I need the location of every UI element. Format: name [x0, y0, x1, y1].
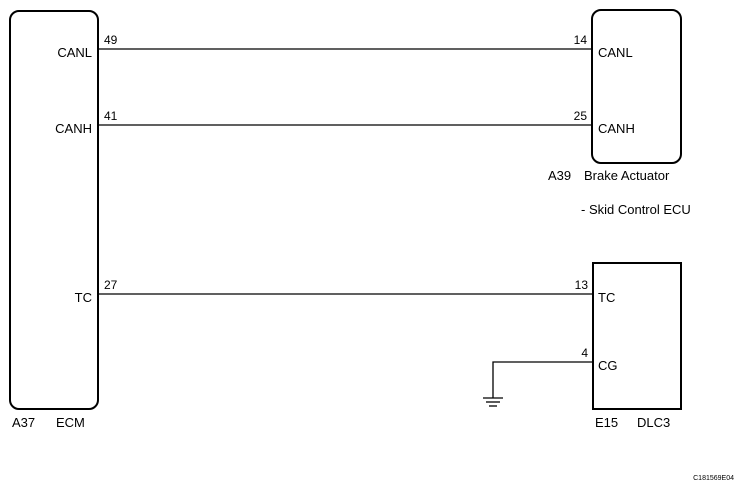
dlc3-caption-code: E15: [595, 415, 618, 430]
brake-actuator-block: [591, 9, 682, 164]
ecm-pin-tc-number: 27: [104, 278, 118, 292]
dlc3-pin-tc-label: TC: [598, 290, 615, 305]
brake-actuator-caption-sub: - Skid Control ECU: [581, 202, 691, 217]
dlc3-caption-name: DLC3: [637, 415, 670, 430]
brake-actuator-pin-canh-number: 25: [574, 109, 588, 123]
ecm-caption-name: ECM: [56, 415, 85, 430]
brake-actuator-pin-canl-number: 14: [574, 33, 588, 47]
figure-code: C181569E04: [693, 475, 734, 482]
ecm-pin-canl-label: CANL: [57, 45, 92, 60]
ecm-pin-canh-number: 41: [104, 109, 118, 123]
brake-actuator-pin-canh-label: CANH: [598, 121, 635, 136]
brake-actuator-caption-name: Brake Actuator: [584, 168, 670, 183]
ecm-pin-tc-label: TC: [75, 290, 92, 305]
ecm-pin-canh-label: CANH: [55, 121, 92, 136]
ecm-pin-canl-number: 49: [104, 33, 118, 47]
brake-actuator-pin-canl-label: CANL: [598, 45, 633, 60]
ecm-caption-code: A37: [12, 415, 35, 430]
ecm-block: [9, 10, 99, 410]
dlc3-pin-tc-number: 13: [575, 278, 589, 292]
wire-cg-ground: [492, 361, 593, 398]
ground-icon: [483, 397, 503, 407]
brake-actuator-caption-code: A39: [548, 168, 571, 183]
dlc3-pin-cg-number: 4: [581, 346, 588, 360]
dlc3-pin-cg-label: CG: [598, 358, 618, 373]
dlc3-block: [592, 262, 682, 410]
